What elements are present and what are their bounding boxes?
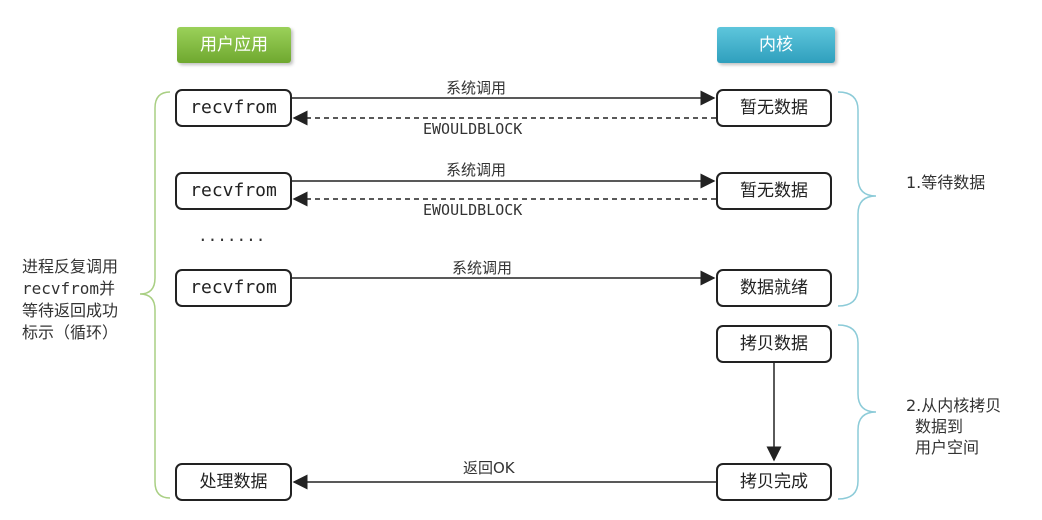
kernel-data-ready-box: 数据就绪 — [716, 269, 832, 307]
right-brace-2 — [837, 324, 877, 500]
process-data-box: 处理数据 — [175, 463, 292, 501]
ewouldblock-label-2: EWOULDBLOCK — [423, 201, 523, 219]
left-note-line-4: 标示（循环） — [22, 323, 119, 342]
phase-2-line-3: 用户空间 — [915, 438, 980, 457]
kernel-no-data-box-1: 暂无数据 — [716, 89, 832, 127]
return-ok-label: 返回OK — [463, 459, 515, 477]
ellipsis: ....... — [198, 226, 266, 245]
user-app-header: 用户应用 — [177, 27, 291, 63]
ewouldblock-label-1: EWOULDBLOCK — [423, 120, 523, 138]
phase-1-label: 1.等待数据 — [906, 173, 986, 192]
left-note-line-2: recvfrom并 — [22, 279, 116, 298]
kernel-header: 内核 — [717, 27, 835, 63]
left-note-line-3: 等待返回成功 — [22, 301, 119, 320]
right-brace-1 — [837, 91, 877, 307]
phase-2-label: 2.从内核拷贝 数据到 用户空间 — [906, 395, 1001, 458]
left-note: 进程反复调用 recvfrom并 等待返回成功 标示（循环） — [22, 256, 118, 344]
recvfrom-box-1: recvfrom — [175, 89, 292, 127]
syscall-label-1: 系统调用 — [446, 79, 507, 97]
copy-data-box: 拷贝数据 — [716, 325, 832, 363]
recvfrom-box-3: recvfrom — [175, 269, 292, 307]
syscall-label-2: 系统调用 — [446, 161, 507, 179]
phase-2-line-1: 2.从内核拷贝 — [906, 396, 1002, 415]
phase-2-line-2: 数据到 — [915, 417, 964, 436]
left-brace — [139, 91, 171, 499]
syscall-label-3: 系统调用 — [452, 259, 513, 277]
kernel-no-data-box-2: 暂无数据 — [716, 172, 832, 210]
left-note-line-1: 进程反复调用 — [22, 257, 119, 276]
recvfrom-box-2: recvfrom — [175, 172, 292, 210]
copy-done-box: 拷贝完成 — [716, 463, 832, 501]
